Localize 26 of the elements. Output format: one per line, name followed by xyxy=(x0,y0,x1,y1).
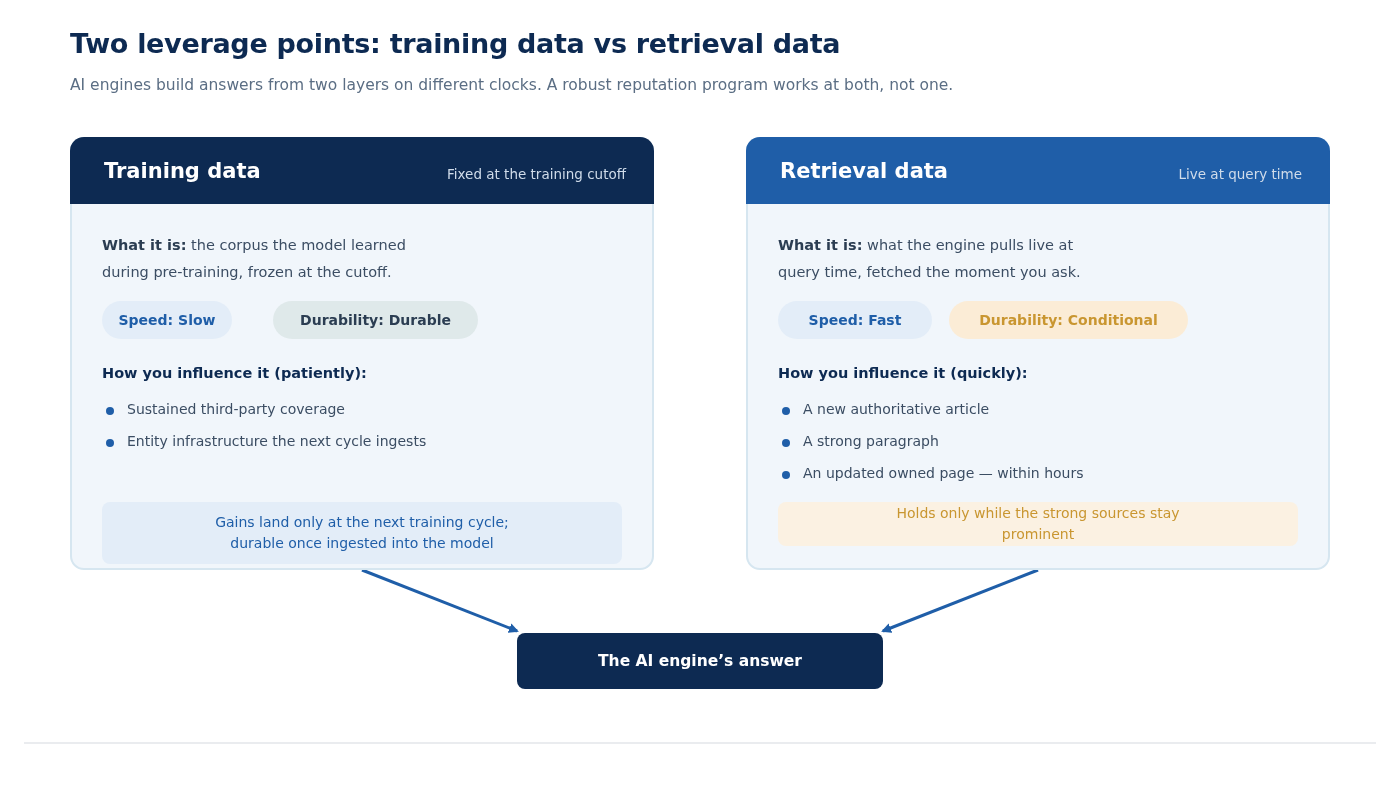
subtitle: AI engines build answers from two layers on different clocks. A robust reputation program works at both, not one. xyxy=(70,76,954,94)
card-title: Training data xyxy=(104,159,261,183)
pill-badge: Speed: Slow xyxy=(102,301,232,339)
bullet-text: An updated owned page — within hours xyxy=(803,465,1084,481)
pill-badge: Durability: Conditional xyxy=(949,301,1188,339)
card-title: Retrieval data xyxy=(780,159,949,183)
pill-badge: Durability: Durable xyxy=(273,301,478,339)
bullet-text: A new authoritative article xyxy=(803,401,990,417)
list-heading: How you influence it (patiently): xyxy=(102,365,367,381)
answer-box: The AI engine’s answer xyxy=(517,633,883,689)
description: What it is: what the engine pulls live at query time, fetched the moment you ask. xyxy=(778,236,1082,282)
arrow xyxy=(881,568,1039,633)
pill-badge: Speed: Fast xyxy=(778,301,932,339)
title: Two leverage points: training data vs retrieval data xyxy=(70,28,841,59)
bullet-text: Entity infrastructure the next cycle ingests xyxy=(127,433,427,449)
list-heading: How you influence it (quickly): xyxy=(778,365,1028,381)
note-box: Holds only while the strong sources stay prominent xyxy=(778,502,1298,546)
card-panel xyxy=(746,137,1330,570)
bullet-text: A strong paragraph xyxy=(803,433,939,449)
description: What it is: the corpus the model learned during pre-training, frozen at the cutoff. xyxy=(102,236,407,282)
card-panel xyxy=(70,137,654,570)
note-box: Gains land only at the next training cycle; durable once ingested into the model xyxy=(102,502,622,564)
bullet-text: Sustained third-party coverage xyxy=(127,401,345,417)
arrow xyxy=(361,568,519,633)
card-subtitle: Live at query time xyxy=(1178,166,1302,182)
card-subtitle: Fixed at the training cutoff xyxy=(447,166,626,182)
